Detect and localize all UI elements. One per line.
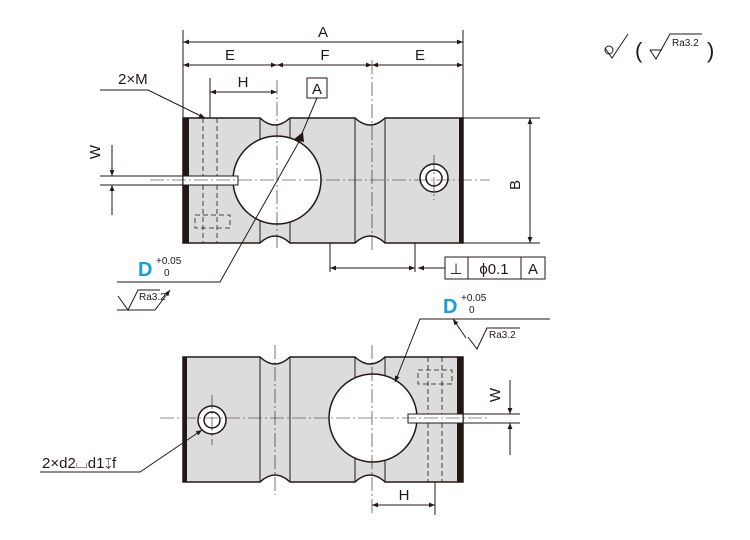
bore-d-label: D bbox=[138, 259, 152, 281]
hole-callout-label: 2×d2⌴d1↧f bbox=[42, 455, 117, 472]
bottom-view: H W 2×d2⌴d1↧f D +0.05 0 Ra3.2 bbox=[40, 293, 550, 515]
dim-e-right-label: E bbox=[415, 47, 425, 64]
tolerance-value: ϕ0.1 bbox=[479, 261, 508, 278]
roughness-label-right: Ra3.2 bbox=[489, 330, 516, 341]
top-view: A E F E H 2×M B W A ⊥ ϕ0.1 A D +0.05 0 R… bbox=[87, 24, 546, 311]
dim-m-label: 2×M bbox=[118, 71, 148, 88]
datum-a-label: A bbox=[312, 81, 322, 98]
dim-h-top-label: H bbox=[238, 74, 249, 91]
tolerance-frame: ⊥ ϕ0.1 A bbox=[444, 256, 546, 280]
bore-upper-tol: +0.05 bbox=[156, 256, 182, 267]
bore-upper-tol: +0.05 bbox=[461, 293, 487, 304]
roughness-label-left: Ra3.2 bbox=[139, 292, 166, 303]
dim-a-label: A bbox=[318, 24, 328, 41]
tolerance-datum: A bbox=[528, 261, 538, 278]
bore-d-label: D bbox=[443, 296, 457, 318]
close-paren: ) bbox=[707, 38, 714, 63]
dim-h-bottom-label: H bbox=[399, 487, 410, 504]
dim-w-bottom-label: W bbox=[487, 387, 504, 402]
dim-w-top-label: W bbox=[87, 144, 104, 159]
bore-lower-tol: 0 bbox=[469, 305, 475, 316]
slot bbox=[407, 413, 464, 424]
dim-e-left-label: E bbox=[225, 47, 235, 64]
bore-lower-tol: 0 bbox=[164, 268, 170, 279]
perpendicularity-symbol: ⊥ bbox=[449, 261, 462, 278]
dim-b-label: B bbox=[507, 180, 524, 190]
general-surface-finish: ( Ra3.2 ) bbox=[604, 33, 714, 63]
open-paren: ( bbox=[635, 38, 643, 63]
dim-f-label: F bbox=[320, 47, 329, 64]
slot bbox=[182, 175, 239, 186]
roughness-label-general: Ra3.2 bbox=[672, 38, 699, 49]
